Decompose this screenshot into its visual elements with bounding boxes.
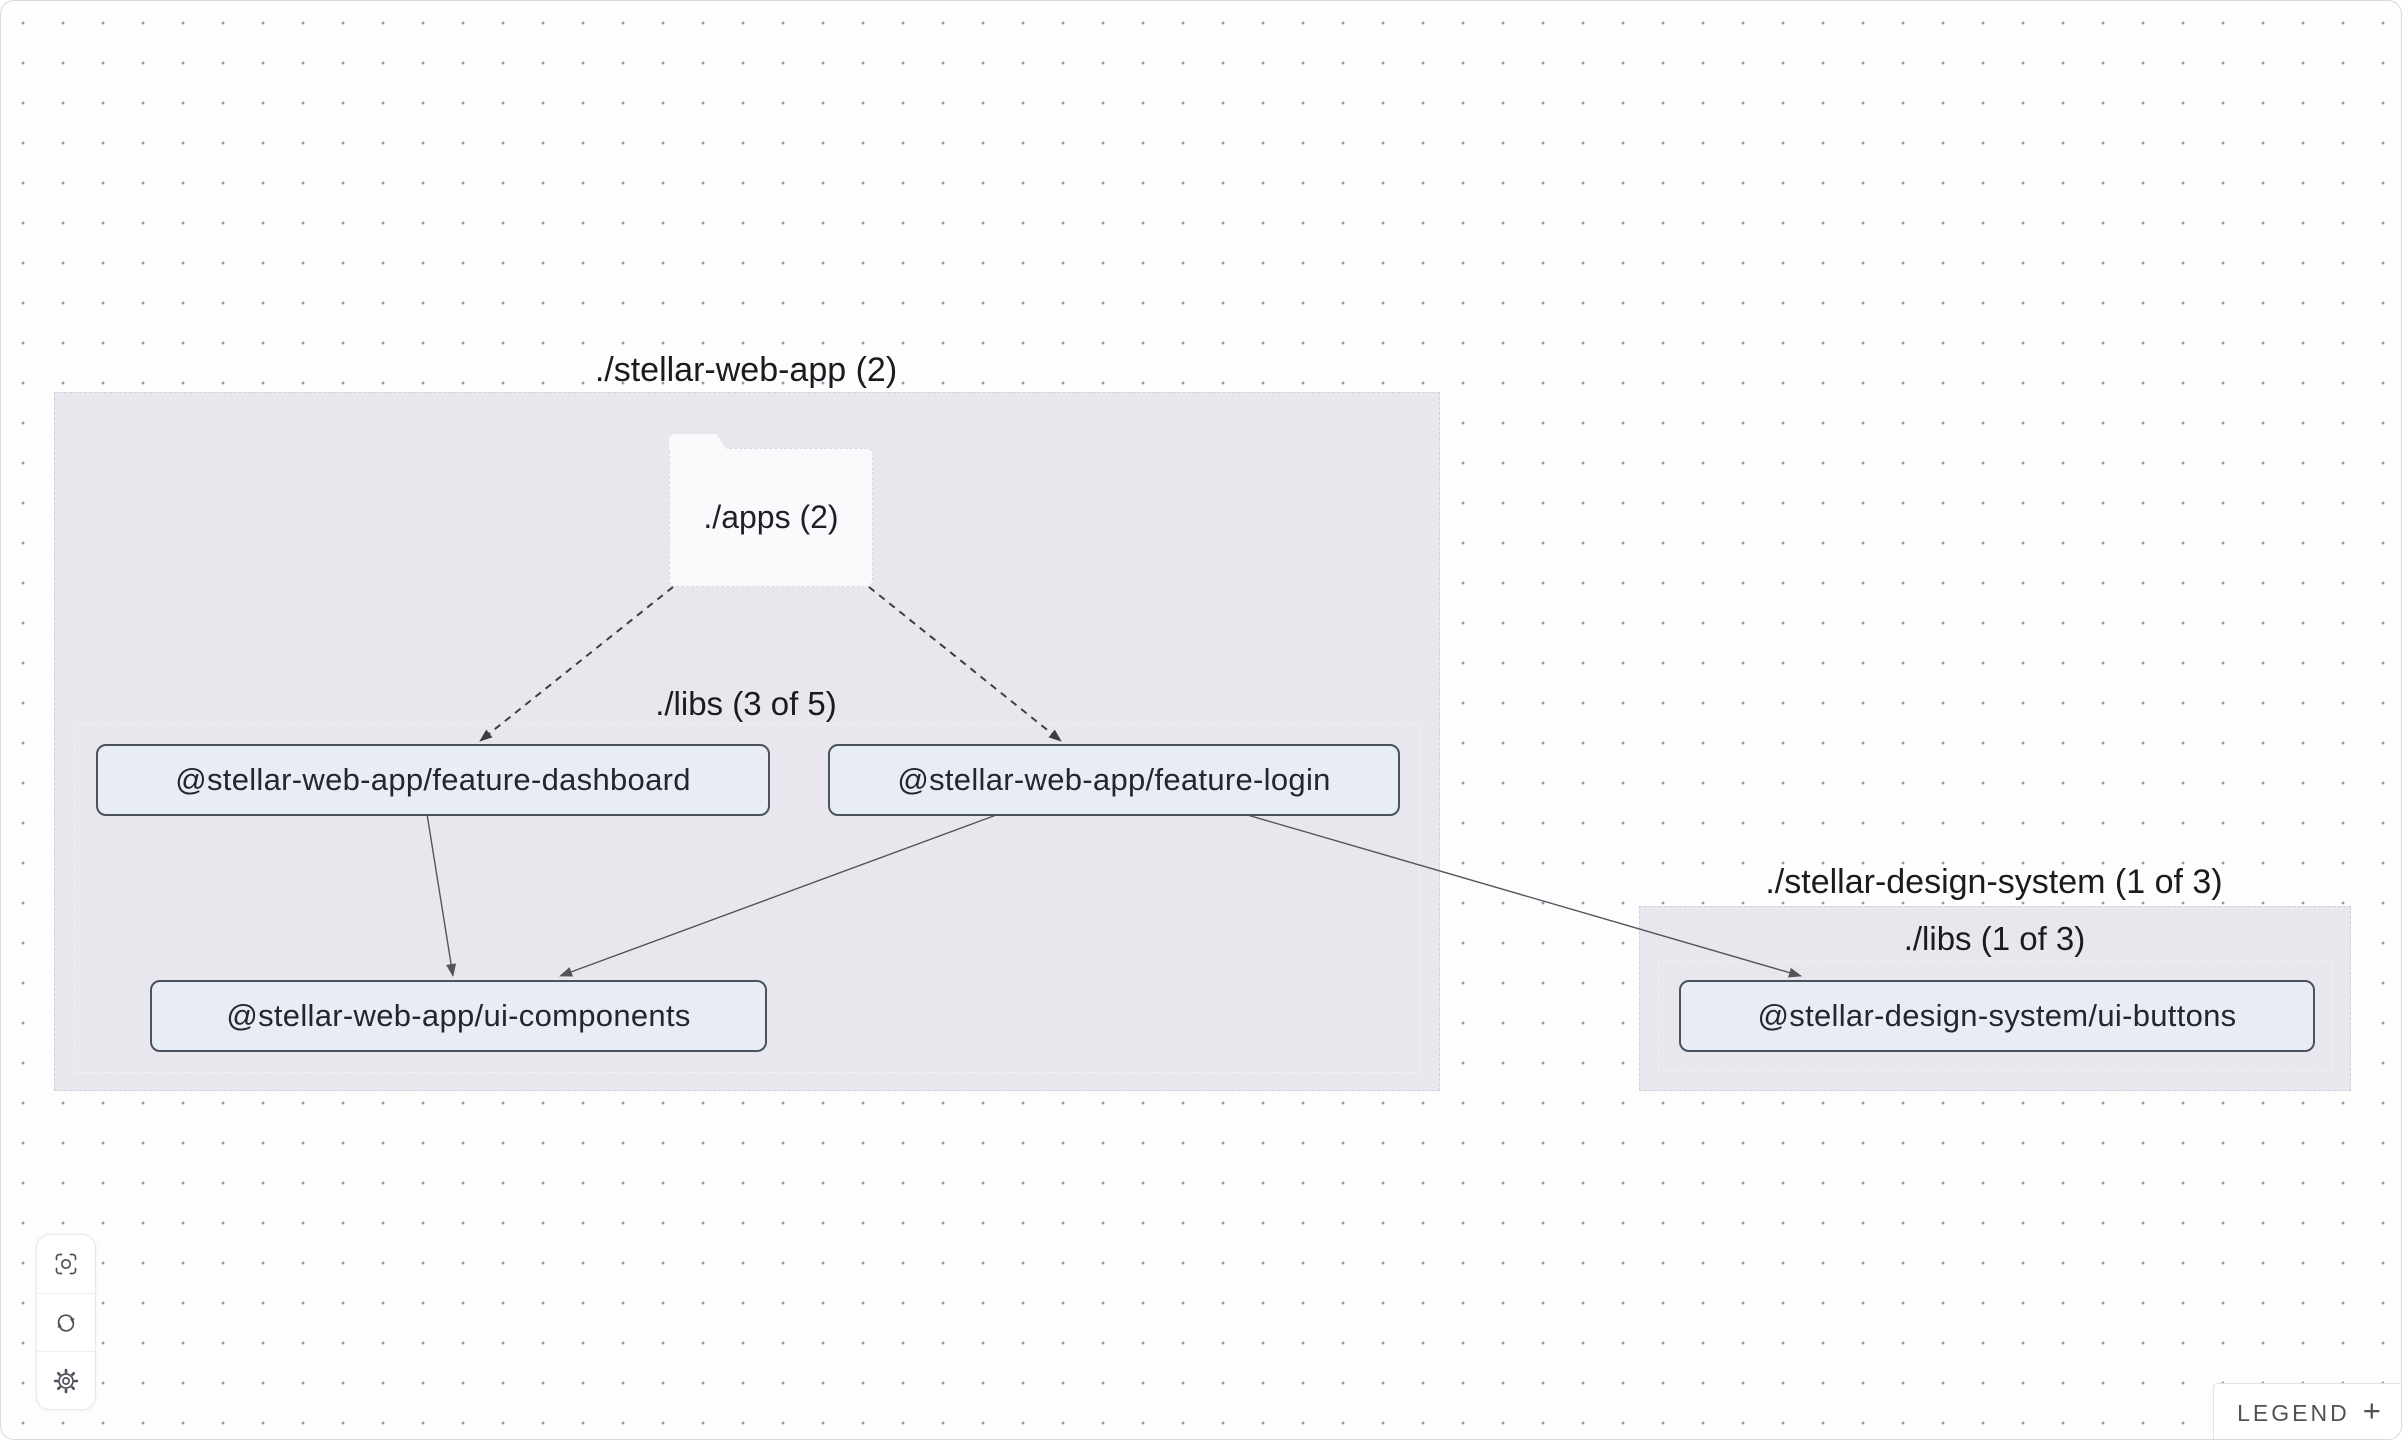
- center-graph-button[interactable]: [37, 1235, 95, 1293]
- edge-apps-to-feature-login: [868, 586, 1062, 742]
- legend-toggle[interactable]: LEGEND +: [2213, 1383, 2401, 1439]
- gear-icon: [53, 1368, 79, 1393]
- node-feature-login[interactable]: @stellar-web-app/feature-login: [828, 744, 1400, 816]
- node-ui-buttons[interactable]: @stellar-design-system/ui-buttons: [1679, 980, 2315, 1052]
- group-title-stellar-design-system: ./stellar-design-system (1 of 3): [1765, 863, 2223, 901]
- legend-label: LEGEND: [2237, 1399, 2350, 1426]
- refresh-button[interactable]: [37, 1293, 95, 1351]
- refresh-icon: [57, 1313, 75, 1332]
- node-ui-components-label: @stellar-web-app/ui-components: [226, 998, 691, 1033]
- folder-apps-label: ./apps (2): [703, 499, 839, 535]
- focus-icon: [55, 1253, 77, 1275]
- node-feature-login-label: @stellar-web-app/feature-login: [897, 762, 1331, 797]
- edge-apps-to-feature-dashboard: [479, 586, 674, 742]
- edge-feature-dashboard-to-ui-components: [426, 813, 457, 977]
- folder-tab: [668, 434, 727, 449]
- subgroup-label-web-app-libs: ./libs (3 of 5): [655, 685, 837, 722]
- node-feature-dashboard[interactable]: @stellar-web-app/feature-dashboard: [96, 744, 770, 816]
- node-feature-dashboard-label: @stellar-web-app/feature-dashboard: [175, 762, 691, 797]
- subgroup-web-app-libs: [74, 724, 1420, 1073]
- group-title-stellar-web-app: ./stellar-web-app (2): [594, 351, 898, 389]
- folder-apps[interactable]: ./apps (2): [668, 434, 873, 587]
- plus-icon: +: [2362, 1393, 2381, 1428]
- subgroup-label-design-system-libs: ./libs (1 of 3): [1903, 920, 2086, 957]
- node-ui-components[interactable]: @stellar-web-app/ui-components: [150, 980, 767, 1052]
- settings-button[interactable]: [37, 1351, 95, 1409]
- graph-toolbar: [36, 1234, 96, 1410]
- subgroup-design-system-libs: [1658, 961, 2333, 1071]
- edge-feature-login-to-ui-buttons: [1243, 813, 1802, 978]
- node-ui-buttons-label: @stellar-design-system/ui-buttons: [1757, 998, 2237, 1033]
- edge-feature-login-to-ui-components: [559, 813, 1000, 977]
